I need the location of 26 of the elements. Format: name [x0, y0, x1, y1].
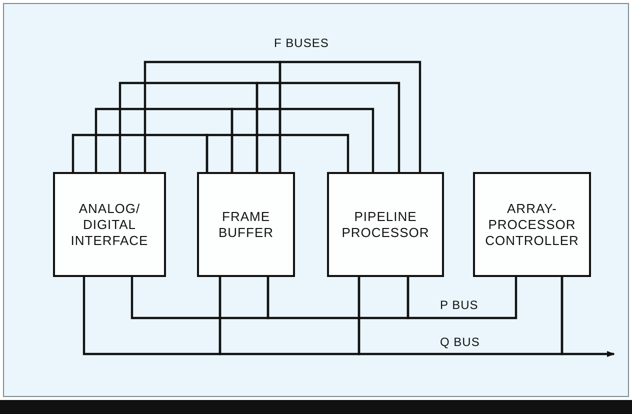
- bus-name: Q BUS: [439, 335, 481, 349]
- component-block: [53, 172, 166, 277]
- bus-line: [130, 277, 270, 320]
- component-block: [327, 172, 444, 277]
- block-label: PIPELINE PROCESSOR: [340, 208, 430, 240]
- bus-line: [230, 108, 374, 172]
- bus-line: [144, 60, 282, 172]
- component-block: [197, 172, 295, 277]
- component-block: [473, 172, 591, 277]
- block-label: ANALOG/ DIGITAL INTERFACE: [70, 200, 150, 248]
- bus-line: [560, 277, 615, 357]
- bus-line: [218, 277, 360, 356]
- bus-line: [72, 134, 208, 172]
- bus-line: [94, 108, 234, 172]
- bus-line: [358, 277, 564, 356]
- bus-name: F BUSES: [273, 36, 330, 50]
- bus-line: [256, 82, 400, 172]
- block-label: FRAME BUFFER: [218, 208, 274, 240]
- bus-line: [206, 134, 350, 172]
- bus-line: [406, 277, 518, 320]
- bus-line: [82, 277, 222, 356]
- bus-line: [278, 60, 422, 172]
- bus-line: [118, 82, 258, 172]
- bus-line: [266, 277, 410, 320]
- bus-name: P BUS: [439, 298, 480, 312]
- block-label: ARRAY- PROCESSOR CONTROLLER: [484, 200, 580, 248]
